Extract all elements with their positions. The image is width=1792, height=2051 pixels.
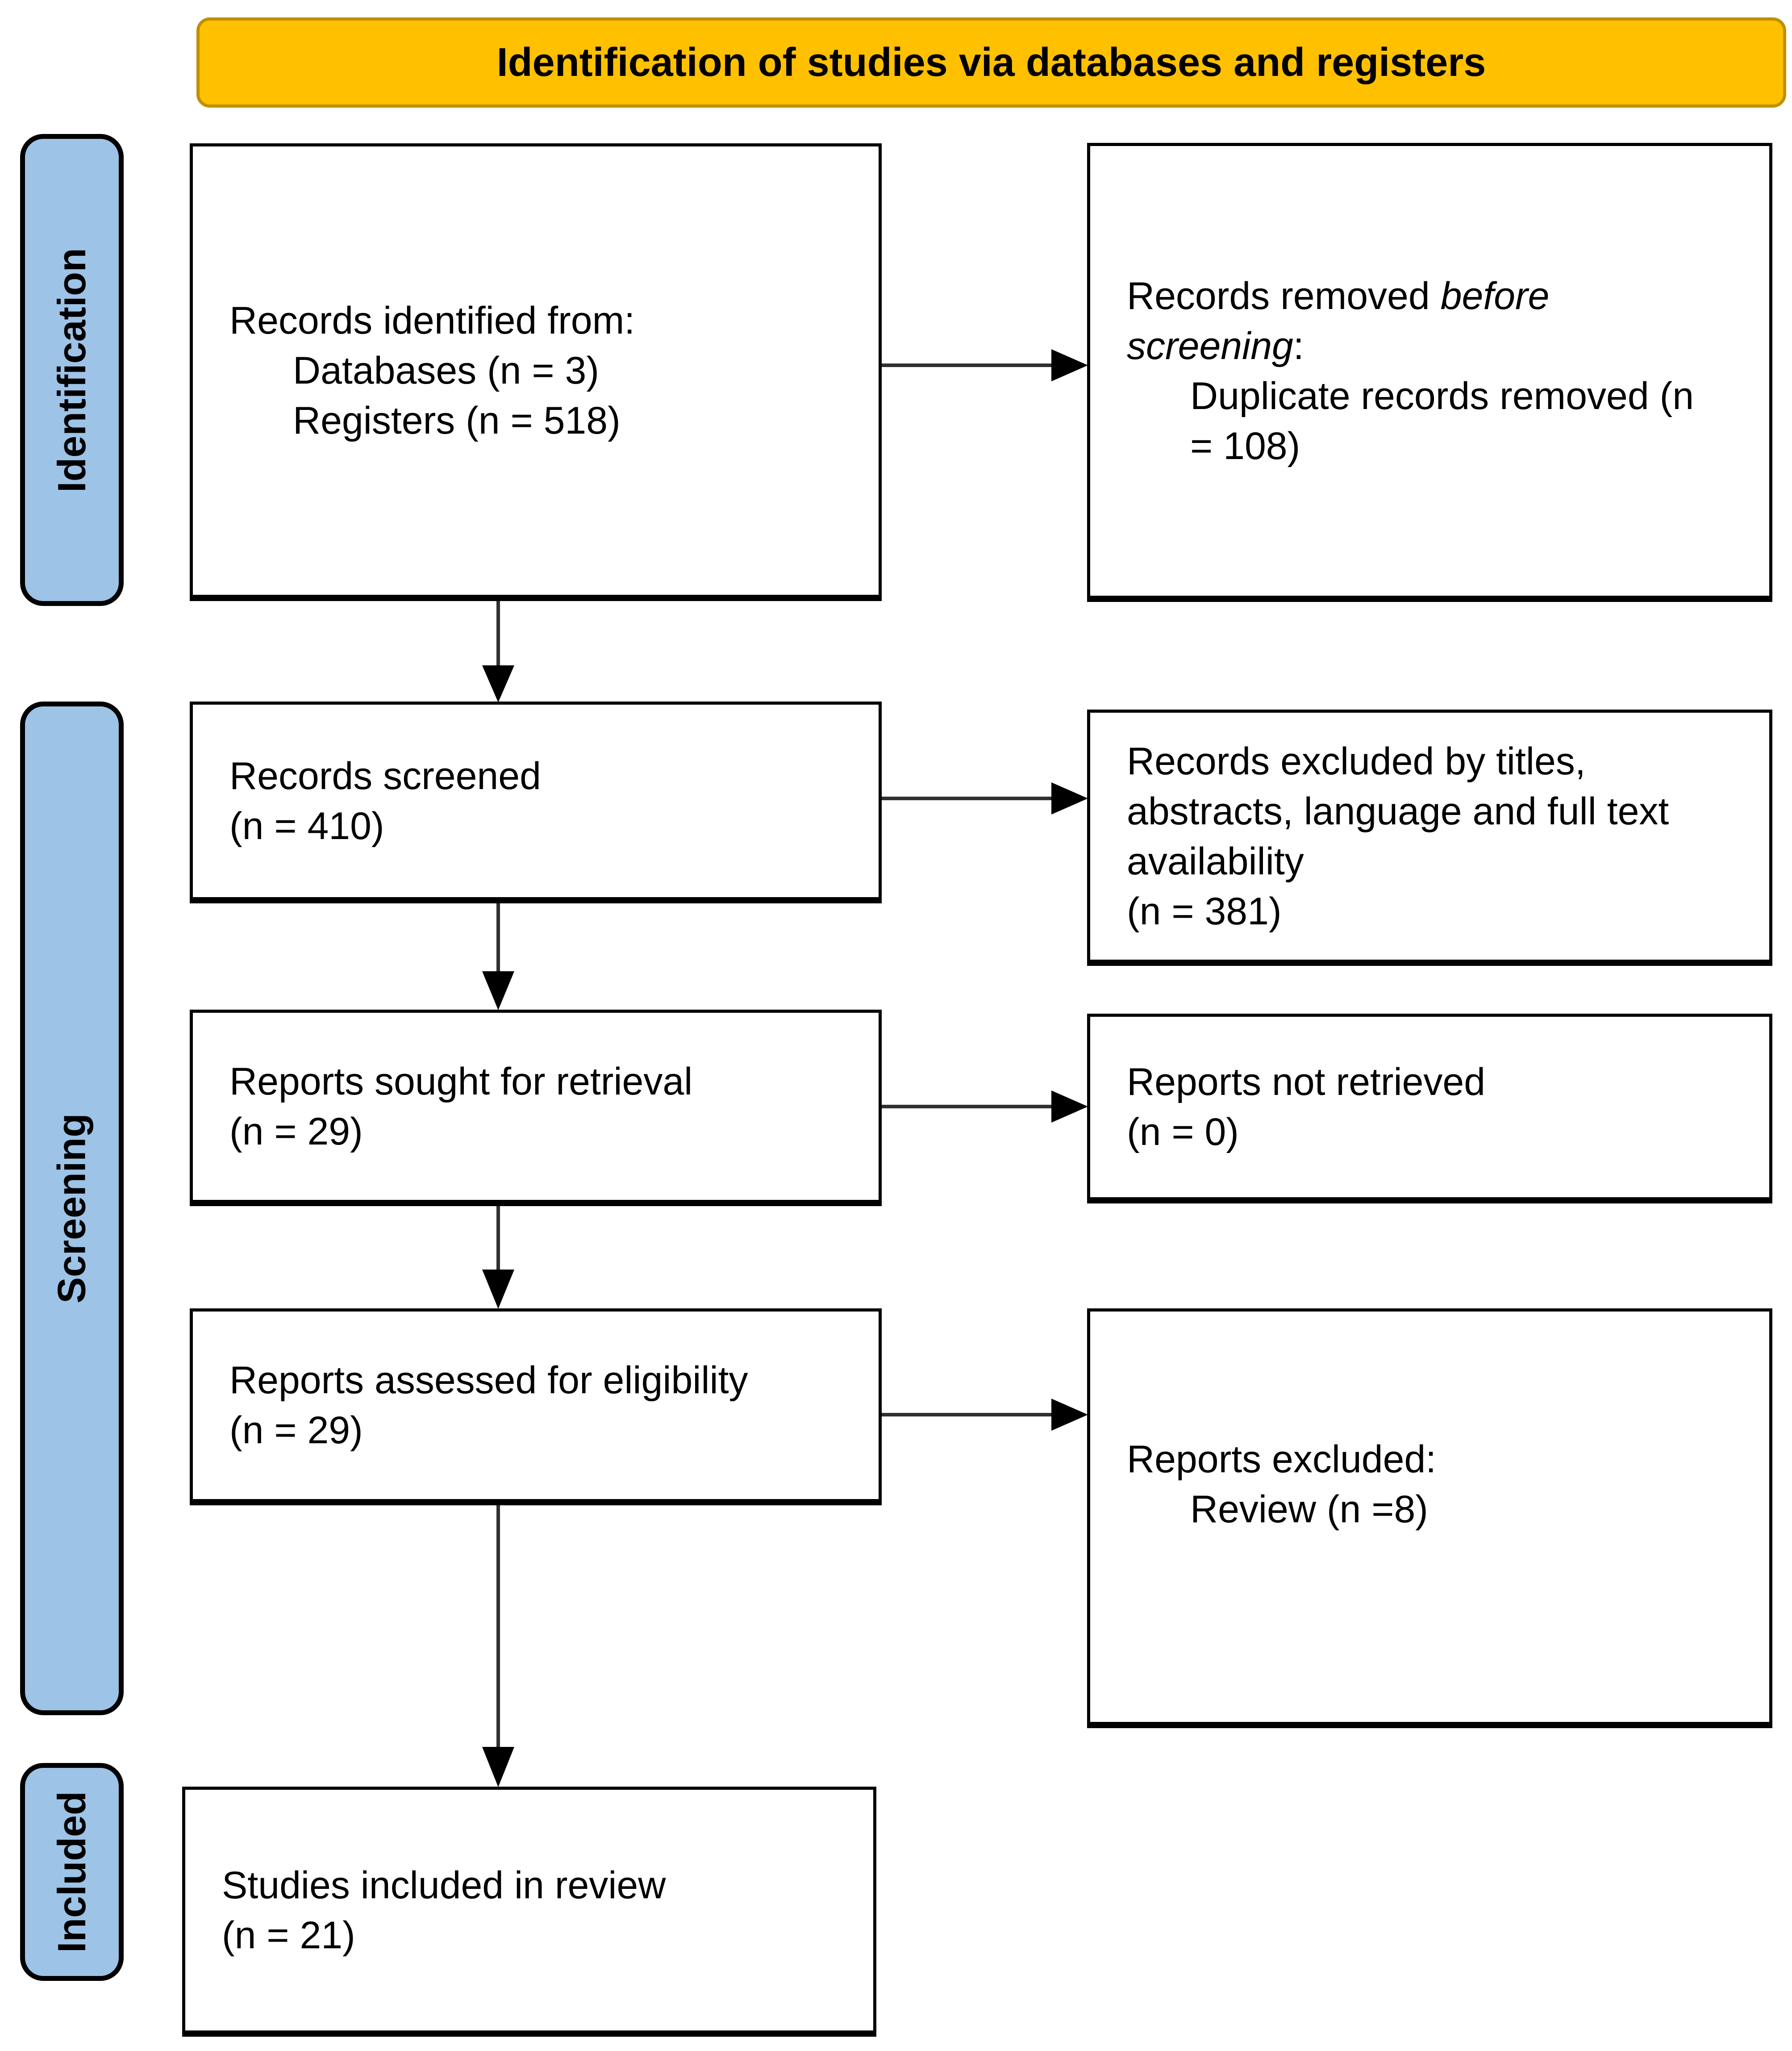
box-reports-assessed: Reports assessed for eligibility (n = 29… (190, 1308, 882, 1505)
arrow-identified-to-screened (482, 601, 514, 702)
box-text-line: availability (1127, 840, 1304, 883)
text-segment: Records removed (1127, 274, 1441, 317)
arrow-assessed-to-included (482, 1505, 514, 1787)
box-text-line: Reports sought for retrieval (229, 1060, 693, 1103)
box-text-line: Reports assessed for eligibility (229, 1359, 748, 1402)
arrow-head-icon (1051, 1090, 1088, 1123)
box-text-line: Reports not retrieved (1127, 1061, 1486, 1103)
box-text-line: Records identified from: (229, 299, 635, 342)
box-reports-not-retrieved: Reports not retrieved (n = 0) (1087, 1014, 1772, 1203)
arrow-head-icon (482, 1747, 514, 1787)
banner-title: Identification of studies via databases … (496, 40, 1486, 85)
stage-label-included: Included (20, 1763, 124, 1981)
box-text-line: Duplicate records removed (n (1190, 374, 1694, 418)
arrow-head-icon (482, 971, 514, 1010)
arrow-identified-to-removed (882, 349, 1088, 381)
arrow-sought-to-assessed (482, 1206, 514, 1309)
box-text-line: screening: (1127, 321, 1751, 371)
box-text-line: Records screened (229, 754, 541, 798)
arrow-assessed-to-reports-excluded (882, 1399, 1088, 1431)
box-records-removed-before-screening: Records removed before screening: Duplic… (1087, 143, 1772, 602)
text-segment: : (1293, 324, 1304, 368)
text-segment-italic: before (1440, 274, 1550, 317)
box-studies-included: Studies included in review (n = 21) (182, 1787, 876, 2037)
box-text-line: Review (n =8) (1190, 1488, 1428, 1531)
box-records-identified: Records identified from: Databases (n = … (190, 143, 882, 601)
box-text-line: Registers (n = 518) (293, 399, 621, 442)
stage-label-screening: Screening (20, 702, 124, 1715)
box-text-line: = 108) (1190, 424, 1300, 468)
box-text-line: (n = 381) (1127, 890, 1282, 933)
arrow-screened-to-sought (482, 903, 514, 1010)
box-text-line: (n = 29) (229, 1110, 363, 1153)
box-records-screened: Records screened (n = 410) (190, 702, 882, 903)
box-text-line: Studies included in review (222, 1863, 666, 1907)
arrow-head-icon (1051, 782, 1088, 815)
box-text-line: Records removed before (1127, 271, 1751, 321)
arrow-screened-to-excluded (882, 782, 1088, 815)
box-text-line: (n = 29) (229, 1409, 363, 1452)
box-text-line: Databases (n = 3) (293, 349, 599, 392)
box-text-line: Reports excluded: (1127, 1438, 1437, 1481)
box-records-excluded: Records excluded by titles, abstracts, l… (1087, 710, 1772, 966)
box-reports-sought: Reports sought for retrieval (n = 29) (190, 1010, 882, 1206)
box-reports-excluded: Reports excluded: Review (n =8) (1087, 1308, 1772, 1728)
box-text-line: (n = 21) (222, 1913, 355, 1957)
arrow-sought-to-not-retrieved (882, 1090, 1088, 1123)
box-text-line: (n = 0) (1127, 1111, 1239, 1153)
arrow-head-icon (482, 665, 514, 702)
text-segment-italic: screening (1127, 324, 1293, 368)
arrow-head-icon (1051, 1399, 1088, 1431)
arrow-head-icon (1051, 349, 1088, 381)
stage-label-identification: Identification (20, 134, 124, 606)
box-text-line: Records excluded by titles, (1127, 739, 1586, 783)
arrow-head-icon (482, 1270, 514, 1309)
banner: Identification of studies via databases … (196, 17, 1786, 108)
box-text-line: (n = 410) (229, 804, 384, 848)
box-text-line: abstracts, language and full text (1127, 789, 1669, 833)
